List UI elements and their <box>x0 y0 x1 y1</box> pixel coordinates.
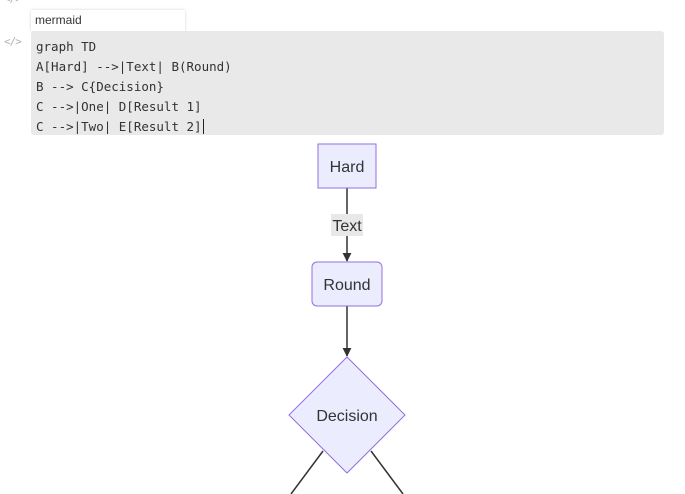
edge-decision-to-result-2 <box>370 450 404 494</box>
node-hard-label: Hard <box>330 159 365 176</box>
node-decision-shape <box>288 356 406 474</box>
edge-label-text: Text <box>332 218 362 235</box>
code-line[interactable]: B --> C{Decision} <box>36 79 164 94</box>
code-icon: </> <box>4 0 22 5</box>
node-round-shape <box>311 261 383 307</box>
code-line[interactable]: A[Hard] -->|Text| B(Round) <box>36 59 232 74</box>
code-language-input[interactable]: mermaid <box>31 10 185 31</box>
node-hard[interactable]: Hard <box>317 143 377 189</box>
node-decision[interactable]: Decision <box>288 356 406 474</box>
node-hard-shape <box>317 143 377 189</box>
code-language-value: mermaid <box>35 13 82 27</box>
code-line[interactable]: C -->|Two| E[Result 2] <box>36 119 204 134</box>
node-round-label: Round <box>323 277 370 294</box>
code-block-icon: </> <box>4 35 22 48</box>
code-line[interactable]: C -->|One| D[Result 1] <box>36 99 202 114</box>
edge-decision-to-result-1 <box>290 450 324 494</box>
code-line[interactable]: graph TD <box>36 39 97 54</box>
edge-label-background <box>331 214 363 236</box>
code-editor[interactable]: graph TD A[Hard] -->|Text| B(Round) B --… <box>31 31 664 135</box>
node-decision-label: Decision <box>316 408 377 425</box>
node-round[interactable]: Round <box>311 261 383 307</box>
text-caret <box>202 119 204 134</box>
